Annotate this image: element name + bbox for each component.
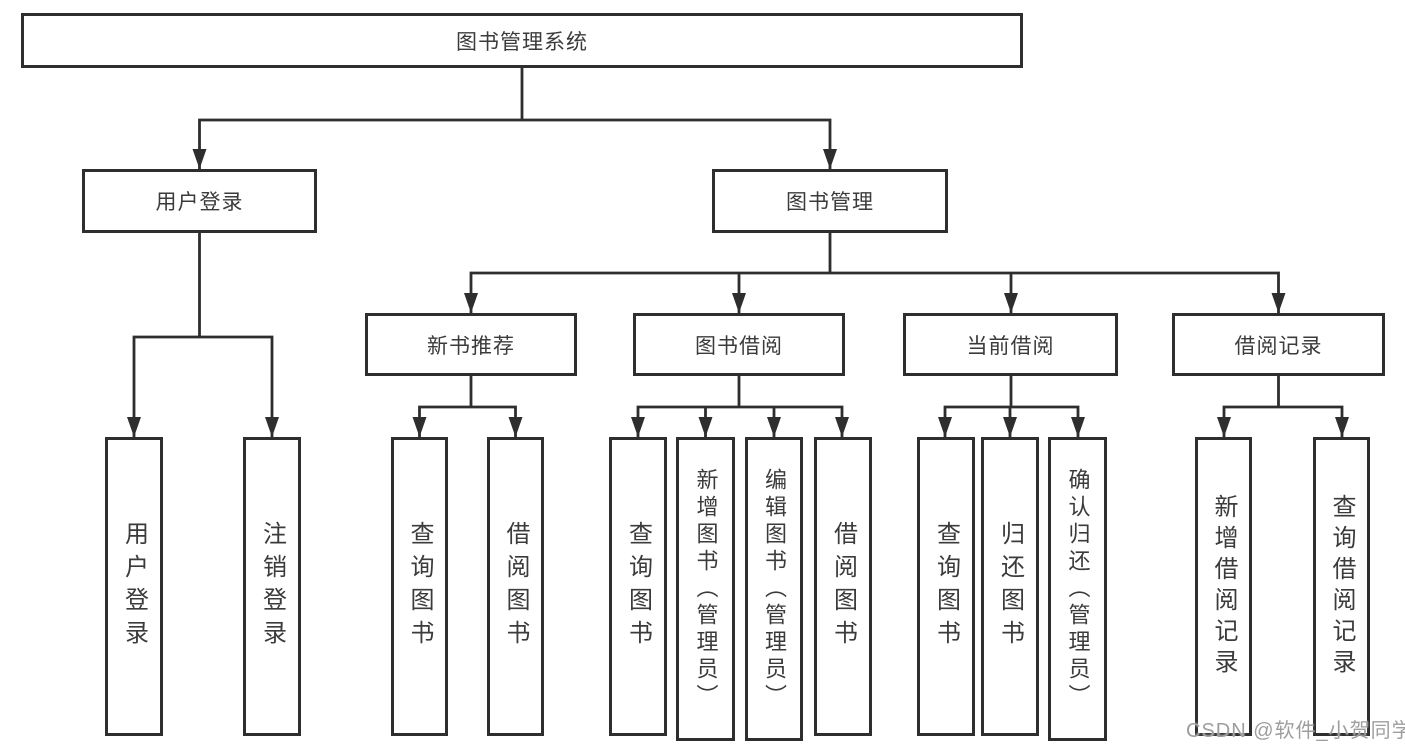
leaf-query-books-recommend-label: 查询图书 [406, 520, 433, 653]
node-book-management: 图书管理 [712, 169, 948, 233]
leaf-return-books: 归还图书 [981, 437, 1039, 736]
node-user-login-label: 用户登录 [155, 191, 244, 214]
leaf-query-books-current: 查询图书 [917, 437, 975, 736]
watermark: CSDN @软件_小贺同学 [1186, 720, 1405, 742]
leaf-add-books-admin-label: 新增图书（管理员） [693, 467, 719, 711]
leaf-query-books-current-label: 查询图书 [932, 520, 960, 653]
leaf-edit-books-admin: 编辑图书（管理员） [745, 437, 803, 741]
node-book-management-label: 图书管理 [786, 191, 874, 214]
leaf-borrow-books-recommend-label: 借阅图书 [502, 520, 529, 653]
node-root: 图书管理系统 [21, 13, 1023, 68]
leaf-add-borrow-record-label: 新增借阅记录 [1210, 493, 1237, 680]
leaf-borrow-books-borrowing: 借阅图书 [814, 437, 872, 736]
node-book-borrowing-label: 图书借阅 [695, 334, 783, 358]
node-current-borrowing-label: 当前借阅 [966, 334, 1055, 358]
leaf-confirm-return-admin: 确认归还（管理员） [1048, 437, 1107, 741]
leaf-user-login-label: 用户登录 [120, 520, 148, 653]
leaf-query-books-recommend: 查询图书 [391, 437, 448, 736]
node-borrowing-records: 借阅记录 [1172, 313, 1385, 376]
leaf-logout-login-label: 注销登录 [258, 520, 286, 653]
node-book-borrowing: 图书借阅 [633, 313, 845, 376]
leaf-query-books-borrowing: 查询图书 [609, 437, 667, 736]
node-borrowing-records-label: 借阅记录 [1234, 334, 1323, 358]
node-new-book-recommendation: 新书推荐 [365, 313, 577, 376]
leaf-edit-books-admin-label: 编辑图书（管理员） [762, 467, 787, 711]
leaf-query-borrow-record-label: 查询借阅记录 [1328, 493, 1355, 680]
node-root-label: 图书管理系统 [456, 30, 588, 54]
node-new-book-recommendation-label: 新书推荐 [427, 334, 515, 358]
leaf-confirm-return-admin-label: 确认归还（管理员） [1065, 467, 1091, 711]
node-user-login: 用户登录 [82, 169, 317, 233]
leaf-add-books-admin: 新增图书（管理员） [676, 437, 735, 741]
leaf-logout-login: 注销登录 [243, 437, 301, 736]
node-current-borrowing: 当前借阅 [903, 313, 1118, 376]
leaf-borrow-books-recommend: 借阅图书 [487, 437, 544, 736]
leaf-query-books-borrowing-label: 查询图书 [624, 520, 652, 653]
leaf-return-books-label: 归还图书 [996, 520, 1024, 653]
leaf-user-login: 用户登录 [105, 437, 163, 736]
leaf-query-borrow-record: 查询借阅记录 [1313, 437, 1370, 736]
leaf-add-borrow-record: 新增借阅记录 [1195, 437, 1252, 736]
arrowheads [127, 149, 1349, 437]
leaf-borrow-books-borrowing-label: 借阅图书 [829, 520, 857, 653]
connector-lines [132, 68, 1344, 437]
